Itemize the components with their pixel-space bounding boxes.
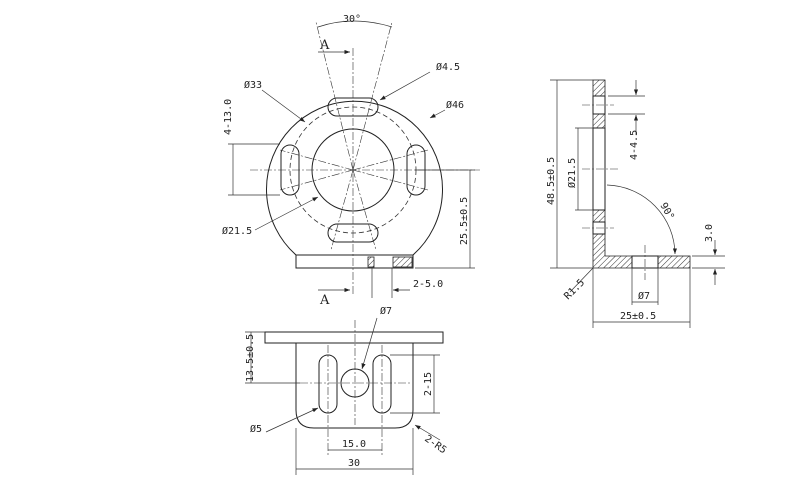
slot-width-label-bottom: Ø5 [250, 423, 262, 435]
hole-label-side: 4-4.5 [629, 130, 640, 160]
length-label: 25±0.5 [620, 311, 656, 322]
pcd-label: Ø33 [244, 79, 262, 91]
offset-label: 13.5±0.5 [245, 334, 256, 382]
hole-dia-label-side: Ø7 [638, 290, 650, 302]
height-label-side: 48.5±0.5 [546, 157, 557, 205]
thickness-label: 3.0 [704, 224, 715, 242]
radius-label: R1.5 [562, 277, 587, 302]
width-label-bottom: 30 [348, 458, 360, 469]
inner-dia-label-side: Ø21.5 [566, 158, 578, 188]
slot-spacing-label: 4-13.0 [223, 99, 234, 135]
bottom-view: Ø7 13.5±0.5 2-15 Ø5 15.0 30 2-R5 [245, 305, 448, 475]
hole-dia-label-bottom: Ø7 [380, 305, 392, 317]
angle-label: 30° [343, 14, 361, 25]
side-view: 48.5±0.5 Ø21.5 4-4.5 90° 3.0 R1.5 Ø7 25±… [546, 79, 725, 328]
section-mark-top: A [319, 38, 330, 53]
outer-dia-label: Ø46 [446, 99, 464, 111]
hole-dia-label: Ø4.5 [436, 61, 460, 73]
height-label: 25.5±0.5 [459, 197, 470, 245]
flange [264, 331, 444, 344]
outer-circle [266, 100, 443, 256]
top-view: 30° A A Ø4.5 Ø33 Ø46 4-13.0 25.5±0.5 Ø21… [222, 14, 480, 308]
slot-width-label: 2-5.0 [413, 279, 443, 290]
base-edge [295, 254, 414, 269]
slot-length-label: 2-15 [423, 372, 434, 396]
body [295, 343, 414, 429]
section-mark-bottom: A [319, 293, 330, 308]
slot-spacing-label-bottom: 15.0 [342, 439, 366, 450]
inner-dia-label: Ø21.5 [222, 225, 252, 237]
